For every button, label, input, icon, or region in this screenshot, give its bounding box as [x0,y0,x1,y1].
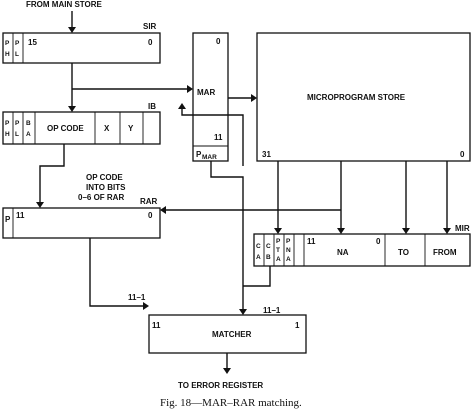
matcher: 11 1 MATCHER [148,314,307,354]
mir-pna-label: N [286,247,291,254]
mir-ca-label: C [256,243,261,250]
rar-low-bit: 0 [148,211,153,220]
matcher-name: MATCHER [212,330,252,339]
sir-high-bit: 15 [28,38,37,47]
note-line-2: INTO BITS [86,183,126,192]
store-low-bit: 0 [460,150,465,159]
mir-high-bit: 11 [307,237,316,246]
ib-ba-label: B [26,120,31,127]
store-name: MICROPROGRAM STORE [307,93,406,102]
mir-low-bit: 0 [376,237,381,246]
store-to-mir-arrowhead [402,228,410,234]
mir-pta-label: T [276,247,280,254]
rar-parity: P [5,215,11,224]
microprogram-store: MICROPROGRAM STORE 31 0 [256,32,471,162]
mir-ca-label: A [256,254,261,261]
input-arrowhead [68,27,76,33]
mar-to-store-arrowhead [251,94,257,102]
ib-ph-label: P [5,120,10,127]
sir-pl-label: P [15,40,20,47]
mir-register: C A C B P T A P N A 11 0 NA TO FROM MIR [253,224,471,267]
mir-cb-label: C [266,243,271,250]
sir-register: P H P L 15 0 SIR [2,22,161,64]
sir-name: SIR [143,22,157,31]
mir-pta-label: A [276,256,281,263]
sir-box [2,32,161,64]
na-to-rar-arrowhead [160,206,166,214]
sir-ph-label: H [5,51,10,58]
mir-to-matcher-wire [243,266,271,287]
mar-high-bit: 11 [214,133,223,142]
ib-pl-label: P [15,120,20,127]
store-box [256,32,471,162]
mar-box [192,32,229,162]
sir-to-ib-arrowhead [68,106,76,112]
sir-to-mar-arrowhead [187,85,193,93]
sir-ph-label: P [5,40,10,47]
rar-box [2,207,161,239]
store-to-mir-arrowhead [443,228,451,234]
mar-parity-wire [210,161,244,309]
rar-bus-label: 11–1 [128,293,146,302]
mar-to-matcher-arrowhead [239,309,247,315]
store-to-mir-arrowhead [337,228,345,234]
mir-box [253,233,471,267]
mar-parity: P [196,150,202,159]
mir-pta-label: P [276,238,281,245]
mar-parity-subscript: MAR [202,154,217,161]
mir-name: MIR [455,224,470,233]
ib-ba-label: A [26,131,31,138]
mar-bus-label: 11–1 [263,306,281,315]
mar-feedback-arrowhead [178,103,186,109]
mar-name: MAR [197,88,215,97]
mir-na-field: NA [337,248,349,257]
note-line-1: OP CODE [86,173,123,182]
store-high-bit: 31 [262,150,271,159]
mir-pna-label: P [286,238,291,245]
ib-register: P H P L B A OP CODE X Y IB [2,102,161,145]
mar-low-bit: 0 [216,37,221,46]
mir-pna-label: A [286,256,291,263]
mir-cb-label: B [266,254,271,261]
mar-to-matcher-wire [181,109,244,166]
opcode-to-rar-arrowhead [36,202,44,208]
ib-x-field: X [104,124,110,133]
matcher-output-arrowhead [223,368,231,374]
ib-box [2,111,161,145]
ib-ph-label: H [5,131,10,138]
opcode-to-rar-wire [39,144,65,202]
rar-high-bit: 11 [16,211,25,220]
output-label: TO ERROR REGISTER [178,381,263,390]
mar-register: MAR 0 11 P MAR [192,32,229,162]
rar-register: P 11 0 RAR [2,197,161,239]
matcher-high-bit: 11 [152,321,161,330]
store-to-mir-arrowhead [274,228,282,234]
ib-y-field: Y [128,124,134,133]
input-label: FROM MAIN STORE [26,0,103,9]
note-line-3: 0–6 OF RAR [78,193,124,202]
figure-caption: Fig. 18—MAR–RAR matching. [160,397,302,409]
sir-pl-label: L [15,51,19,58]
rar-name: RAR [140,197,158,206]
rar-to-matcher-arrowhead [143,302,149,310]
mir-to-field: TO [398,248,409,257]
mir-from-field: FROM [433,248,457,257]
ib-opcode-field: OP CODE [47,124,84,133]
matcher-low-bit: 1 [295,321,300,330]
rar-to-matcher-wire [89,238,143,307]
ib-name: IB [148,102,156,111]
sir-low-bit: 0 [148,38,153,47]
ib-pl-label: L [15,131,19,138]
